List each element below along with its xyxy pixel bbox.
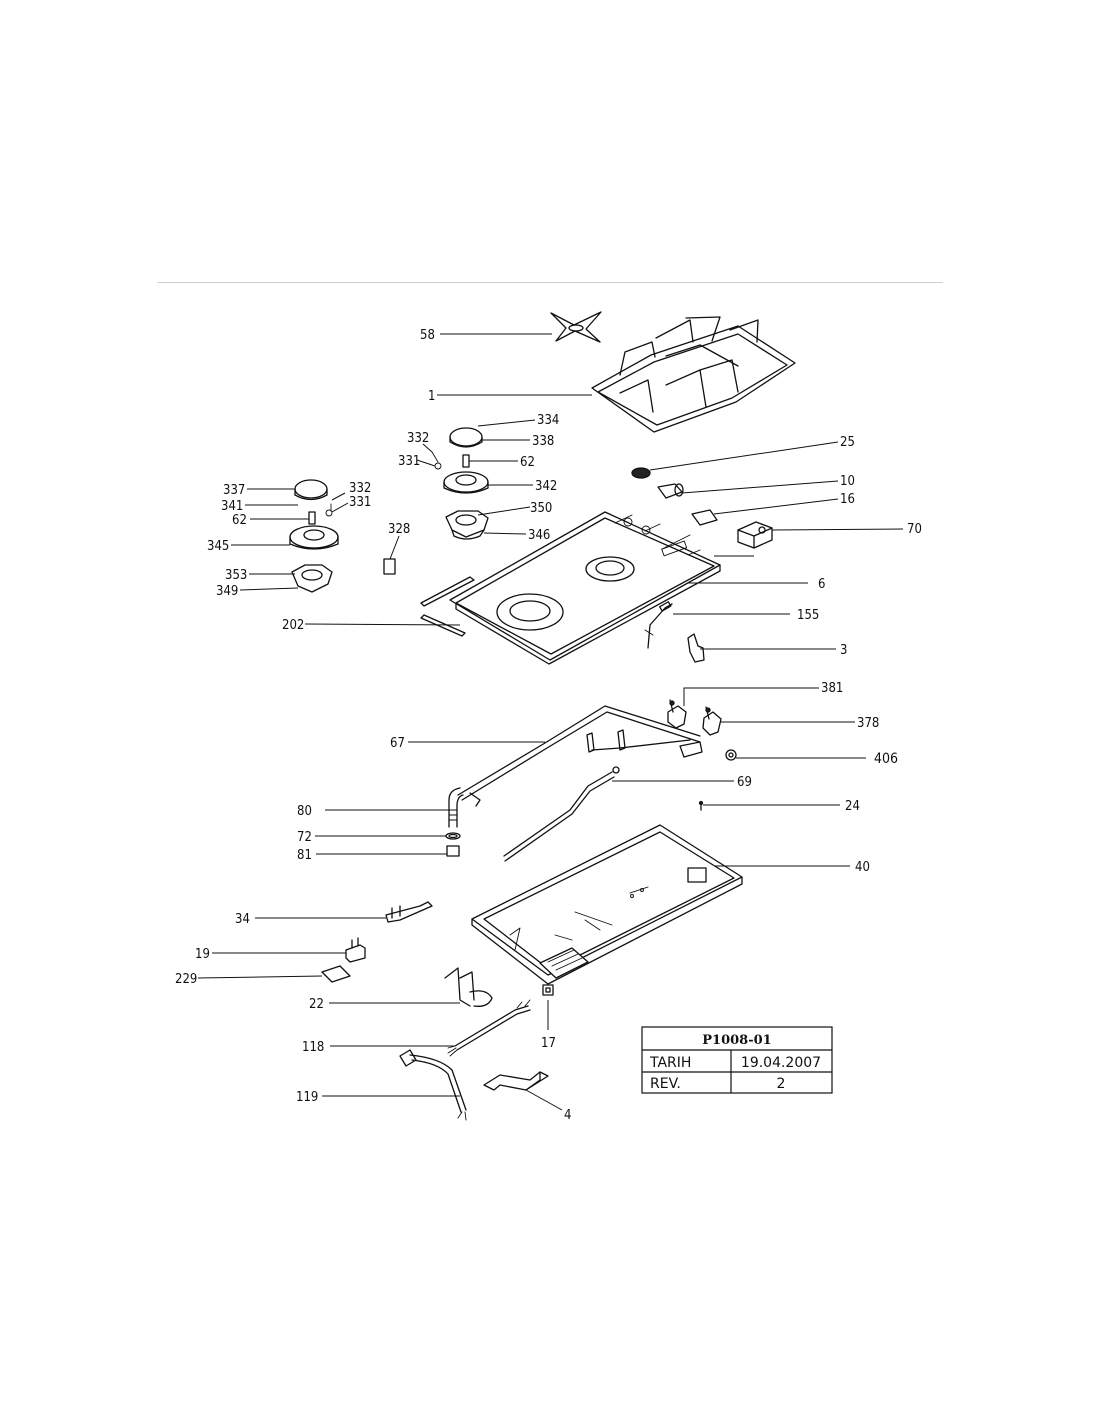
callout-378: 378 (857, 716, 879, 731)
callout-342: 342 (535, 479, 557, 494)
callout-70: 70 (907, 522, 922, 537)
part-345-burner-crown-large (289, 525, 339, 550)
part-69-gas-pipe (503, 766, 620, 862)
callout-346: 346 (528, 528, 550, 543)
callout-80: 80 (297, 804, 312, 819)
callout-62-small: 62 (520, 455, 535, 470)
callout-341: 341 (221, 499, 243, 514)
part-67-gas-manifold (457, 705, 703, 807)
part-17-grommet (542, 984, 554, 996)
callout-3: 3 (840, 643, 847, 658)
part-155-thermocouple (644, 601, 673, 649)
callout-labels: 58 1 334 338 332 331 62 342 350 346 25 1… (175, 328, 922, 1123)
callout-72: 72 (297, 830, 312, 845)
callout-62-large: 62 (232, 513, 247, 528)
callout-40: 40 (855, 860, 870, 875)
part-119-power-cord (399, 1049, 467, 1121)
part-6-hob-top (449, 511, 721, 665)
drawing-number: P1008-01 (702, 1033, 771, 1048)
date-value: 19.04.2007 (741, 1055, 821, 1071)
callout-331-large: 331 (349, 495, 371, 510)
callout-332-large: 332 (349, 481, 371, 496)
callout-34: 34 (235, 912, 250, 927)
callout-155: 155 (797, 608, 819, 623)
part-202-seal-strips (420, 576, 475, 637)
part-342-burner-crown-small (443, 471, 489, 494)
callout-1: 1 (428, 389, 435, 404)
revision-value: 2 (777, 1076, 786, 1092)
part-332-331-62-large-burner-hardware (308, 503, 333, 525)
part-81-nut (446, 845, 460, 857)
callout-345: 345 (207, 539, 229, 554)
part-350-346-burner-body-small (445, 510, 489, 540)
callout-22: 22 (309, 997, 324, 1012)
callout-349: 349 (216, 584, 238, 599)
part-332-331-62-small-burner-hardware (431, 451, 470, 470)
callout-118: 118 (302, 1040, 324, 1055)
callout-24: 24 (845, 799, 860, 814)
callout-353: 353 (225, 568, 247, 583)
callout-6: 6 (818, 577, 825, 592)
callout-119: 119 (296, 1090, 318, 1105)
part-70-ignition-block (737, 521, 773, 549)
callout-332-small: 332 (407, 431, 429, 446)
part-72-gasket (445, 832, 461, 840)
callout-229: 229 (175, 972, 197, 987)
part-118-wiring (447, 999, 531, 1057)
revision-label: REV. (650, 1076, 681, 1092)
callout-4: 4 (564, 1108, 571, 1123)
part-40-base-tray (471, 824, 743, 985)
callout-202: 202 (282, 618, 304, 633)
part-19-connector (345, 937, 366, 963)
leader-lines (197, 333, 904, 1111)
callout-338: 338 (532, 434, 554, 449)
part-353-349-burner-body-large (291, 564, 333, 593)
callout-81: 81 (297, 848, 312, 863)
part-16-knob-clip (691, 509, 718, 526)
callout-331-small: 331 (398, 454, 420, 469)
callout-406: 406 (874, 751, 898, 767)
callout-25: 25 (840, 435, 855, 450)
callout-328: 328 (388, 522, 410, 537)
callout-381: 381 (821, 681, 843, 696)
part-1-pan-support (591, 316, 796, 433)
callout-67: 67 (390, 736, 405, 751)
callout-19: 19 (195, 947, 210, 962)
callout-350: 350 (530, 501, 552, 516)
part-406-washer (725, 749, 737, 761)
part-22-cable-clamp (444, 967, 493, 1007)
part-334-338-burner-cap-small (449, 427, 483, 448)
part-58-small-trivet (550, 311, 602, 343)
top-divider-line (157, 282, 943, 283)
callout-337: 337 (223, 483, 245, 498)
title-block: P1008-01 TARIH 19.04.2007 REV. 2 (641, 1026, 833, 1094)
part-378-gas-valve (702, 706, 722, 736)
callout-10: 10 (840, 474, 855, 489)
callout-17: 17 (541, 1036, 556, 1051)
part-24-screw (698, 800, 704, 811)
callout-69: 69 (737, 775, 752, 790)
part-337-burner-cap-large (294, 479, 328, 501)
part-3-bracket (687, 633, 705, 663)
callout-58: 58 (420, 328, 435, 343)
part-328-plate (383, 558, 396, 575)
part-34-switch (385, 901, 433, 923)
callout-16: 16 (840, 492, 855, 507)
callout-334: 334 (537, 413, 559, 428)
part-381-gas-valve (667, 699, 687, 729)
part-10-control-knob (657, 483, 684, 499)
part-80-elbow (448, 787, 464, 828)
part-229-plate (321, 965, 351, 983)
date-label: TARIH (649, 1055, 691, 1071)
part-4-mounting-bracket (483, 1071, 549, 1091)
part-25-knob-insert (631, 467, 651, 479)
